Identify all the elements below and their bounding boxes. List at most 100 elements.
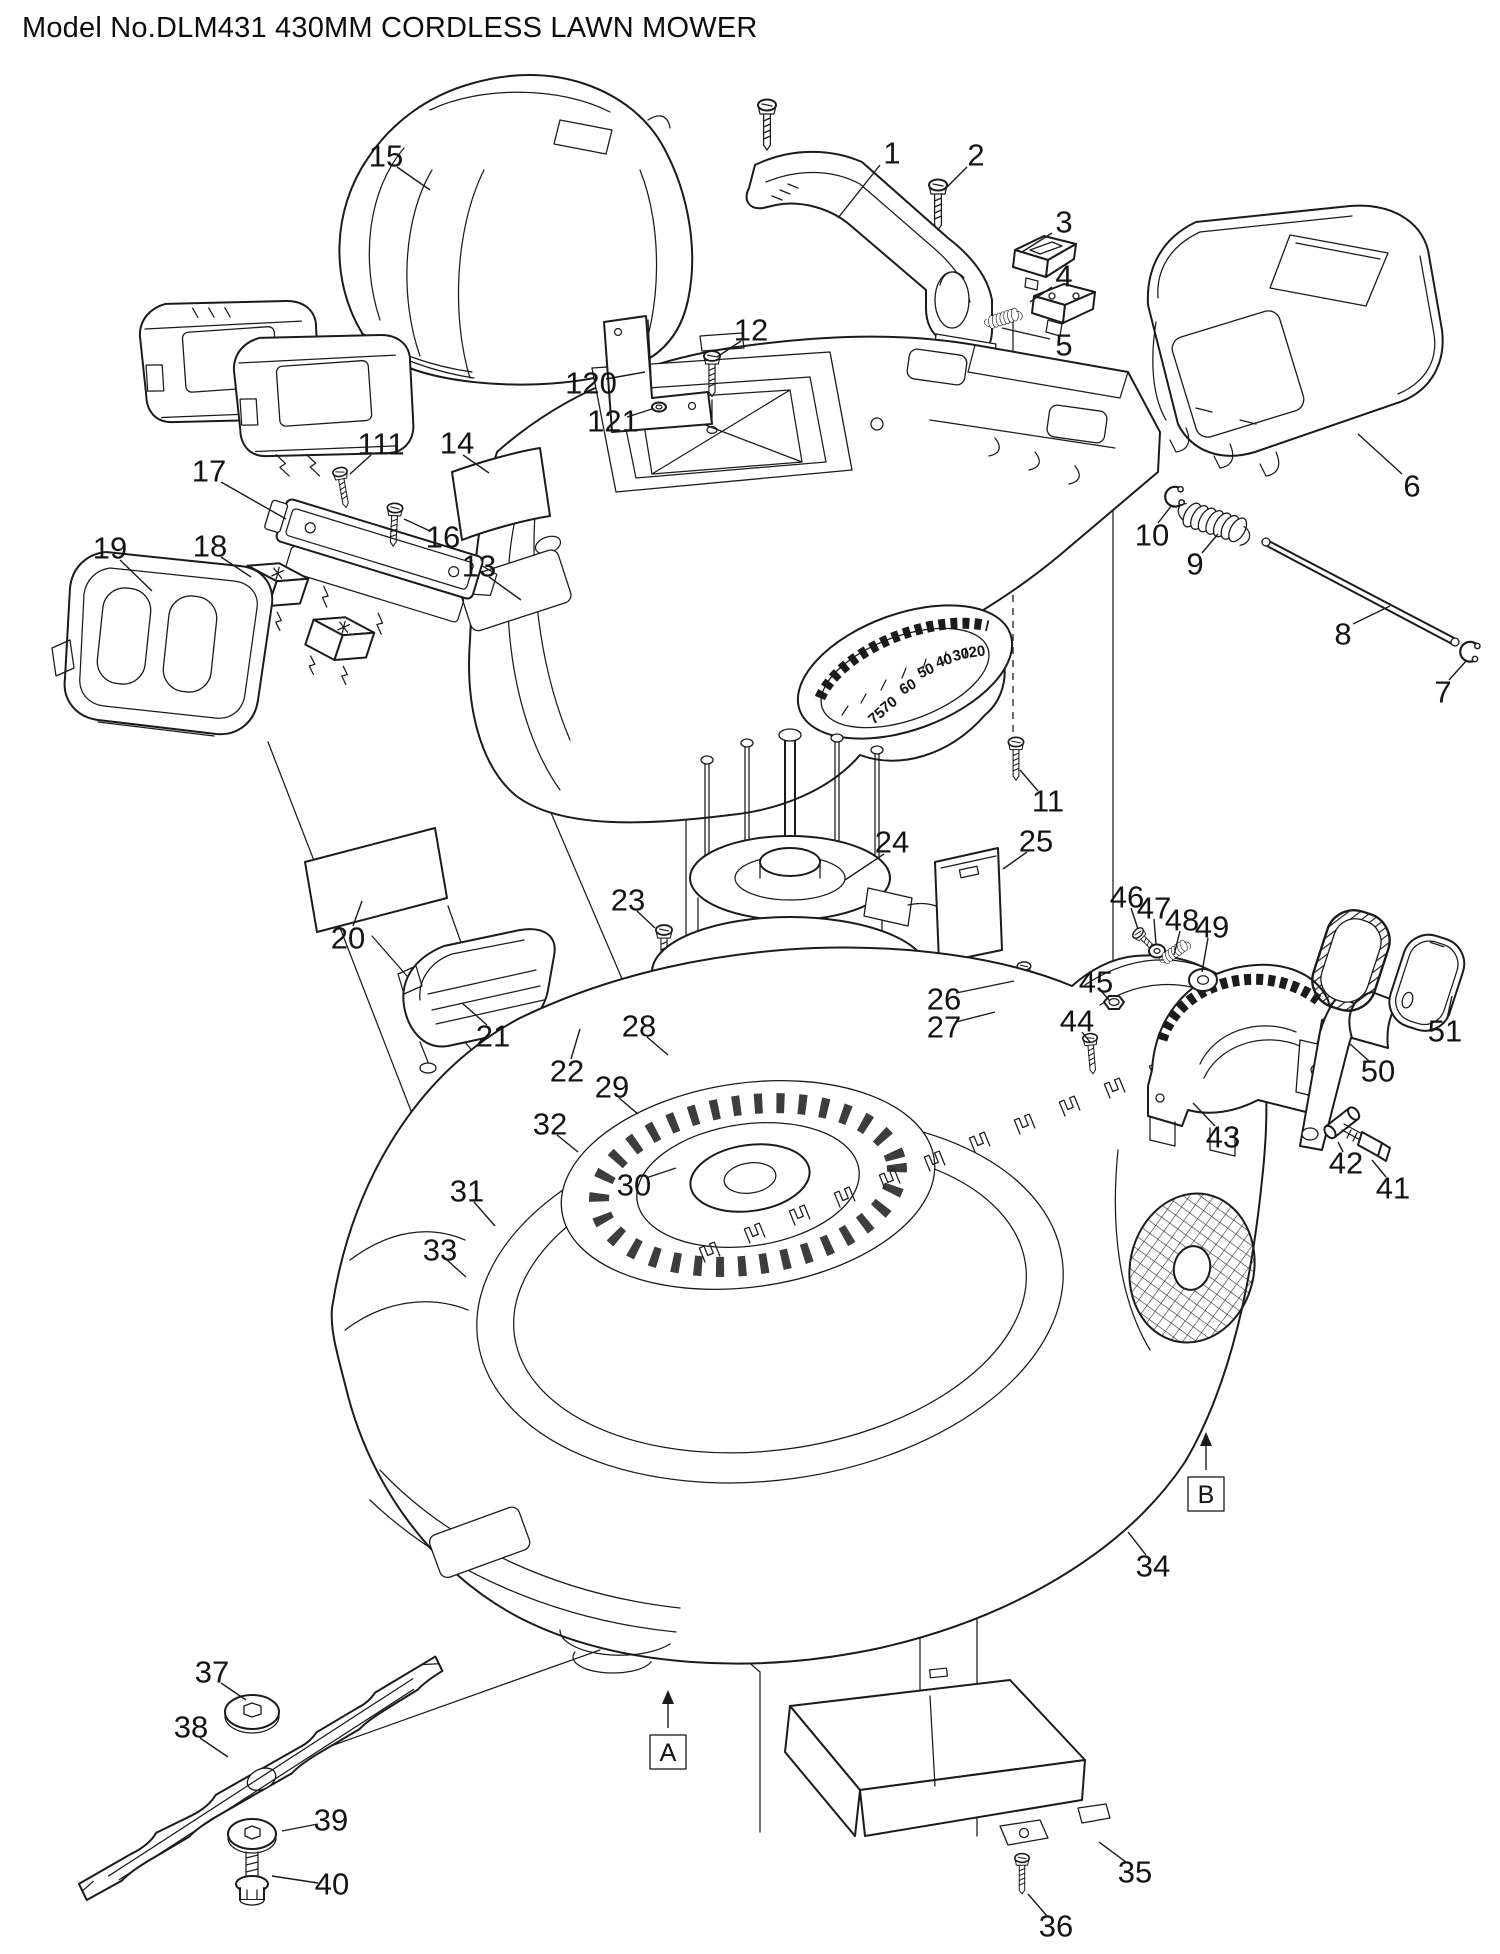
callout-leader-20	[352, 900, 363, 927]
callout-leader-36	[1027, 1893, 1048, 1917]
callout-35: 35	[1118, 1855, 1152, 1890]
part-35-mulching-plug	[784, 1667, 1111, 1846]
callout-leader-29	[618, 1097, 639, 1115]
callout-8: 8	[1334, 617, 1351, 652]
part-9-spring	[1172, 496, 1256, 549]
part-25-insulation-sheet	[934, 847, 1003, 964]
callout-121: 121	[587, 404, 639, 439]
callout-5: 5	[1055, 328, 1072, 363]
part-6-battery-cover	[1146, 204, 1444, 477]
callout-leader-25	[1002, 851, 1028, 870]
callout-leader-4	[1029, 286, 1053, 303]
callout-leader-50	[1349, 1043, 1370, 1062]
callout-leader-18	[220, 556, 252, 578]
callout-leader-45	[1101, 991, 1111, 1002]
callout-leader-16	[403, 518, 431, 532]
callout-18: 18	[193, 529, 227, 564]
part-121-nut	[651, 401, 667, 413]
callout-46: 46	[1110, 880, 1144, 915]
callout-leader-51	[1446, 995, 1453, 1020]
callout-leader-14	[462, 454, 490, 474]
callout-leader-27	[955, 1011, 996, 1023]
part-17-battery-holder-plate	[264, 498, 498, 635]
part-34-deck	[330, 946, 1268, 1674]
callout-leader-121	[626, 408, 653, 418]
dial-number-40: 40	[933, 650, 954, 671]
callout-leader-10	[1157, 504, 1173, 524]
marker-arrowhead-A	[662, 1690, 674, 1704]
callout-10: 10	[1135, 518, 1169, 553]
callout-leader-21	[461, 1002, 488, 1026]
part-38-blade	[77, 1655, 444, 1902]
callout-4: 4	[1055, 259, 1072, 294]
callout-34: 34	[1136, 1549, 1170, 1584]
callout-37: 37	[195, 1655, 229, 1690]
callout-leader-38	[199, 1737, 229, 1758]
callout-9: 9	[1186, 547, 1203, 582]
marker-box-B	[1187, 1476, 1225, 1512]
callout-47: 47	[1137, 891, 1171, 926]
callout-45: 45	[1079, 965, 1113, 1000]
callout-21: 21	[476, 1019, 510, 1054]
callout-3: 3	[1055, 205, 1072, 240]
dial-number-20: 20	[968, 642, 987, 661]
part-1-rear-handle	[745, 150, 997, 365]
callout-33: 33	[423, 1233, 457, 1268]
callout-leader-3	[1021, 232, 1053, 253]
part-51-lever-cover	[1388, 933, 1466, 1032]
callout-12: 12	[734, 313, 768, 348]
callout-48: 48	[1165, 903, 1199, 938]
callout-32: 32	[533, 1107, 567, 1142]
dial-number-70: 70	[877, 693, 901, 717]
callout-1: 1	[883, 136, 900, 171]
callout-leader-6	[1357, 433, 1403, 475]
part-14-label	[451, 447, 551, 541]
part-41-bolt	[1341, 1123, 1391, 1162]
part-120-baffle-plate	[603, 315, 713, 433]
callout-28: 28	[622, 1009, 656, 1044]
callout-leader-35	[1098, 1841, 1127, 1863]
marker-arrowhead-B	[1200, 1432, 1212, 1446]
callout-leader-12	[716, 340, 742, 358]
dial-number-60: 60	[897, 675, 920, 698]
part-36-screw	[1013, 1852, 1030, 1895]
callout-26: 26	[927, 982, 961, 1017]
screw-2a	[757, 98, 777, 151]
callout-leader-5	[1001, 327, 1051, 340]
marker-box-A	[649, 1734, 687, 1770]
part-7-e-ring	[1456, 638, 1483, 665]
callout-leader-17	[220, 481, 287, 520]
callout-leader-120	[605, 371, 646, 380]
callout-2: 2	[967, 138, 984, 173]
callout-leader-1	[837, 164, 881, 219]
callout-leader-32	[556, 1134, 579, 1153]
callout-14: 14	[440, 426, 474, 461]
page-title: Model No.DLM431 430MM CORDLESS LAWN MOWE…	[22, 12, 758, 44]
callout-25: 25	[1019, 824, 1053, 859]
callout-11: 11	[1032, 784, 1064, 819]
callout-24: 24	[875, 825, 909, 860]
callout-leader-48	[1173, 930, 1181, 956]
callout-36: 36	[1039, 1909, 1073, 1944]
callout-40: 40	[315, 1867, 349, 1902]
part-111-screw	[331, 465, 355, 510]
callout-leader-13	[488, 576, 522, 601]
callout-leader-8	[1352, 605, 1391, 625]
callout-leader-15	[396, 166, 431, 191]
callout-leader-43	[1192, 1102, 1216, 1127]
part-18-terminal-block-b	[297, 608, 378, 690]
callout-120: 120	[565, 366, 617, 401]
dial-number-50: 50	[915, 660, 937, 682]
callout-27: 27	[927, 1010, 961, 1045]
callout-leader-41	[1371, 1159, 1387, 1178]
part-11-screw	[1007, 736, 1025, 782]
view-markers: AB	[649, 1432, 1225, 1770]
part-12-screw	[703, 350, 721, 425]
callout-leader-37	[220, 1682, 247, 1701]
callout-leader-34	[1127, 1531, 1147, 1556]
callout-20: 20	[331, 921, 365, 956]
callout-111: 111	[357, 427, 404, 462]
callout-leader-49	[1201, 937, 1209, 973]
